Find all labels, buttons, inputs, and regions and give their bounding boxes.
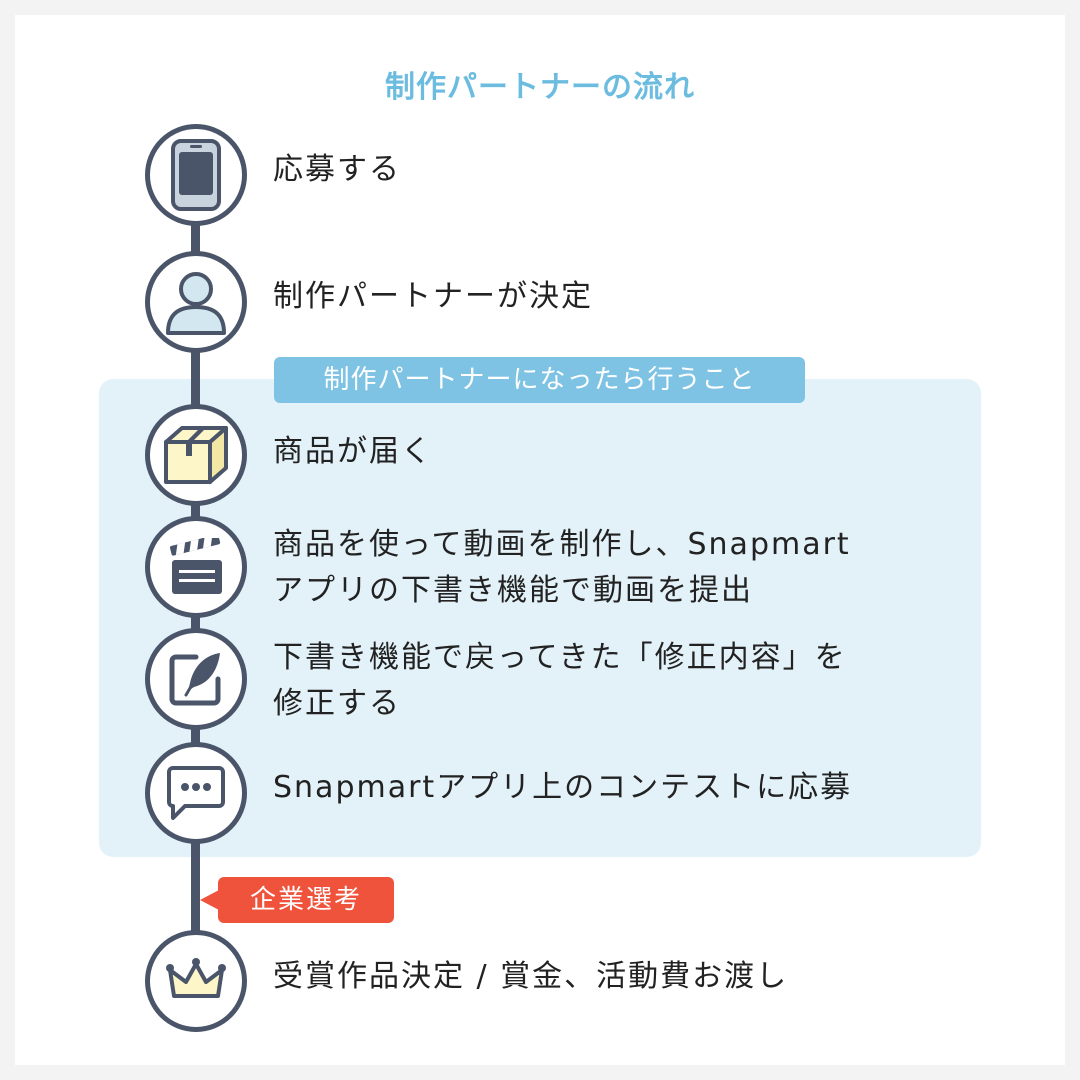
step-6-text: Snapmartアプリ上のコンテストに応募 <box>273 770 853 805</box>
crown-icon <box>166 958 226 998</box>
selection-tag: 企業選考 <box>218 877 394 923</box>
step-7-text: 受賞作品決定 / 賞金、活動費お渡し <box>273 959 789 994</box>
edit-quill-icon <box>169 653 221 706</box>
clapperboard-icon <box>170 538 222 594</box>
step-5-line-1: 下書き機能で戻ってきた「修正内容」を <box>273 640 847 675</box>
smartphone-icon <box>171 139 221 211</box>
step-4-text: 商品を使って動画を制作し、Snapmart アプリの下書き機能で動画を提出 <box>273 522 851 614</box>
step-4-line-2: アプリの下書き機能で動画を提出 <box>273 573 753 608</box>
step-3-text: 商品が届く <box>273 434 433 469</box>
step-2-node <box>145 251 247 353</box>
chat-bubble-icon <box>167 766 225 820</box>
person-icon <box>166 272 226 335</box>
step-3-node <box>145 404 247 506</box>
package-box-icon <box>164 426 228 484</box>
step-5-text: 下書き機能で戻ってきた「修正内容」を 修正する <box>273 635 847 727</box>
step-4-node <box>145 516 247 618</box>
step-7-node <box>145 930 247 1032</box>
step-1-node <box>145 124 247 226</box>
step-5-node <box>145 628 247 730</box>
step-5-line-2: 修正する <box>273 686 401 721</box>
step-2-text: 制作パートナーが決定 <box>273 279 593 314</box>
step-4-line-1: 商品を使って動画を制作し、Snapmart <box>273 527 851 562</box>
panel-label: 制作パートナーになったら行うこと <box>274 357 805 403</box>
page-title: 制作パートナーの流れ <box>385 70 695 105</box>
step-1-text: 応募する <box>273 152 401 187</box>
step-6-node <box>145 742 247 844</box>
selection-tag-pointer <box>200 890 219 910</box>
